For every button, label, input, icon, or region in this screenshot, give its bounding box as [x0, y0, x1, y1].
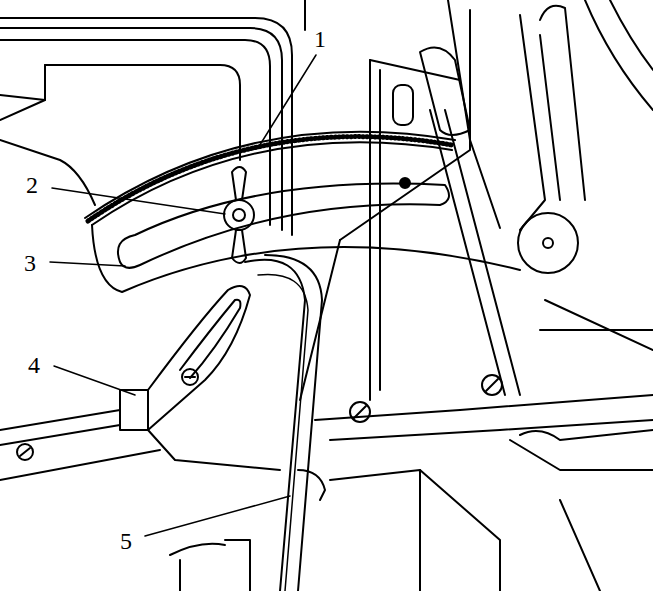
- callout-number: 1: [312, 26, 328, 52]
- callout-number: 2: [24, 172, 40, 198]
- callout-number: 3: [22, 250, 38, 276]
- callout-number: 4: [26, 352, 42, 378]
- callout-number: 5: [118, 528, 134, 554]
